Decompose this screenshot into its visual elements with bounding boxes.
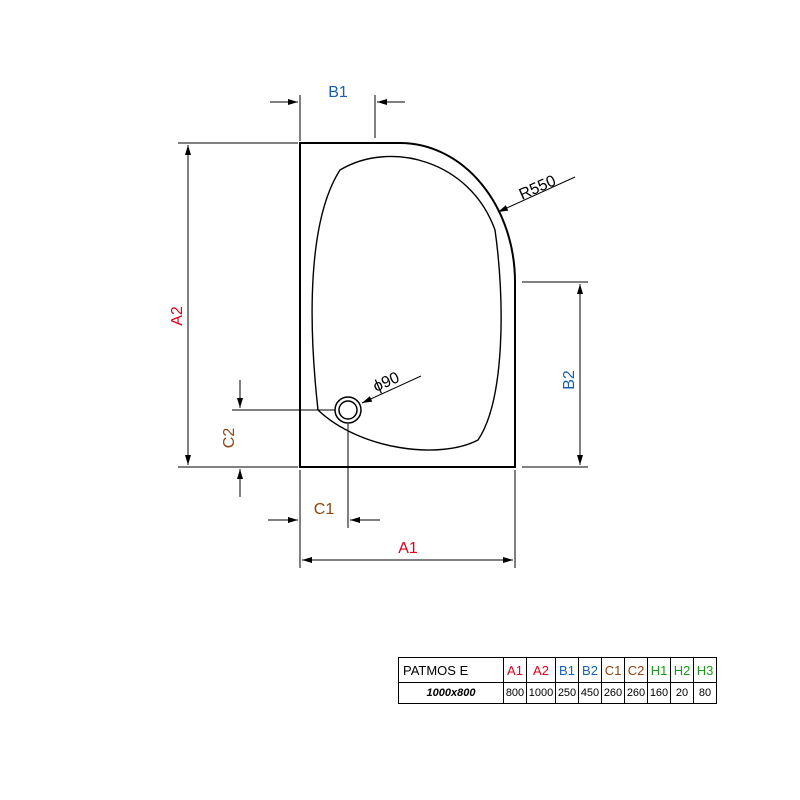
label-radius: R550 <box>517 173 559 204</box>
tray-basin <box>311 155 502 451</box>
col-header-a2: A2 <box>526 657 556 683</box>
dim-b1 <box>270 95 405 141</box>
model-name: PATMOS E <box>398 657 504 683</box>
radius-leader <box>497 176 576 213</box>
col-header-c1: C1 <box>601 657 625 683</box>
drain-inner <box>338 400 358 420</box>
label-a2: A2 <box>169 306 186 326</box>
value-h1: 160 <box>647 682 671 704</box>
col-header-b2: B2 <box>578 657 602 683</box>
spec-value-row: 1000x800 800 1000 250 450 260 260 160 20… <box>398 682 717 704</box>
drain-value: 90 <box>379 369 402 392</box>
dim-c1 <box>268 424 380 528</box>
value-a2: 1000 <box>526 682 556 704</box>
model-size: 1000x800 <box>398 682 504 704</box>
label-c2: C2 <box>221 428 238 449</box>
drain-leader <box>361 375 422 404</box>
spec-header-row: PATMOS E A1 A2 B1 B2 C1 C2 H1 H2 H3 <box>398 657 717 683</box>
col-header-b1: B1 <box>555 657 579 683</box>
col-header-c2: C2 <box>624 657 648 683</box>
dim-a2 <box>178 142 298 468</box>
value-a1: 800 <box>503 682 527 704</box>
value-h3: 80 <box>693 682 717 704</box>
dim-c2 <box>232 380 335 497</box>
value-b1: 250 <box>555 682 579 704</box>
col-header-h3: H3 <box>693 657 717 683</box>
spec-table: PATMOS E A1 A2 B1 B2 C1 C2 H1 H2 H3 1000… <box>398 657 717 704</box>
value-c1: 260 <box>601 682 625 704</box>
col-header-h2: H2 <box>670 657 694 683</box>
col-header-h1: H1 <box>647 657 671 683</box>
label-drain: ϕ90 <box>371 369 402 395</box>
tray-outline <box>299 142 516 468</box>
col-header-a1: A1 <box>503 657 527 683</box>
dim-b2 <box>522 281 588 468</box>
label-c1: C1 <box>314 501 335 518</box>
label-b2: B2 <box>561 370 578 390</box>
label-a1: A1 <box>398 540 418 557</box>
value-b2: 450 <box>578 682 602 704</box>
label-b1: B1 <box>328 84 348 101</box>
value-h2: 20 <box>670 682 694 704</box>
value-c2: 260 <box>624 682 648 704</box>
